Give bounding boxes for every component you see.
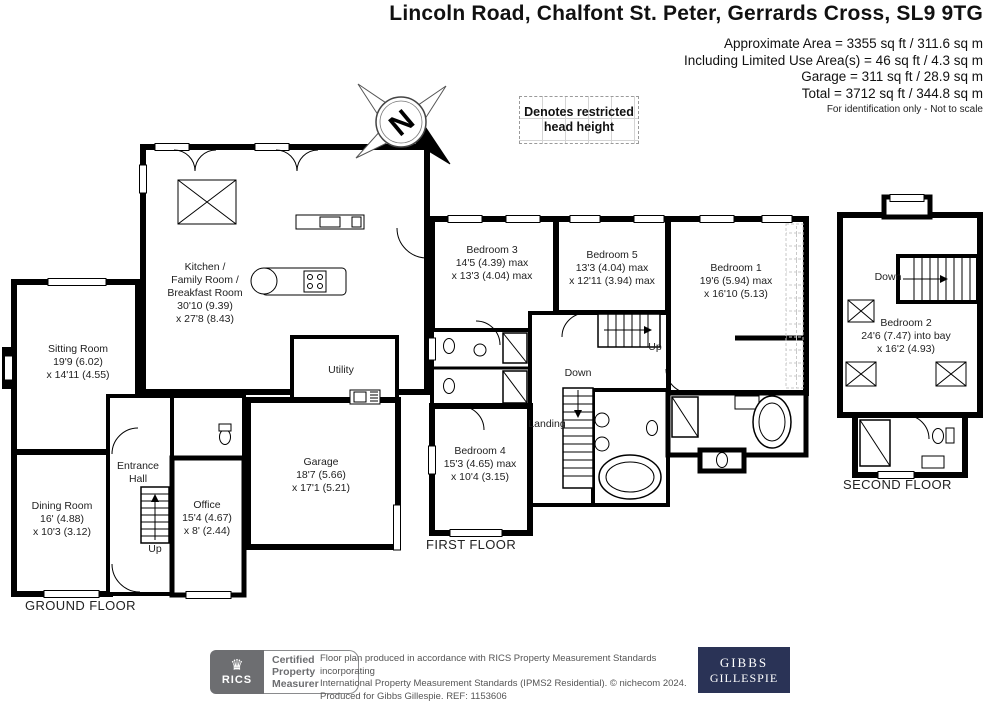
stairs-up-label-first: Up: [648, 341, 662, 353]
first-floor-label: FIRST FLOOR: [426, 537, 517, 552]
room-label-bedroom4: Bedroom 4 15'3 (4.65) max x 10'4 (3.15): [443, 445, 517, 483]
ground-wc-toilet-icon: [218, 423, 232, 445]
room-label-bedroom2: Bedroom 2 24'6 (7.47) into bay x 16'2 (4…: [861, 317, 951, 355]
room-label-sitting-room: Sitting Room 19'9 (6.02) x 14'11 (4.55): [46, 343, 110, 381]
room-label-office: Office 15'4 (4.67) x 8' (2.44): [182, 499, 232, 537]
footer-disclaimer: Floor plan produced in accordance with R…: [320, 653, 687, 702]
second-floor-label: SECOND FLOOR: [843, 477, 952, 492]
first-floor-stairs-down: [562, 387, 594, 489]
gibbs-gillespie-logo: GIBBS GILLESPIE: [698, 647, 790, 693]
stat-approximate-area: Approximate Area = 3355 sq ft / 311.6 sq…: [723, 36, 983, 51]
compass-icon: N: [355, 83, 451, 165]
kitchen-island-icon: [250, 267, 347, 296]
stairs-down-label-first: Down: [564, 367, 592, 379]
room-label-landing: Landing: [528, 418, 566, 430]
second-floor-stairs: [896, 254, 980, 304]
room-label-garage: Garage 18'7 (5.66) x 17'1 (5.21): [291, 456, 351, 494]
area-stats: Approximate Area = 3355 sq ft / 311.6 sq…: [684, 36, 983, 102]
ground-floor-outline: [2, 144, 430, 598]
first-floor-windows: [428, 215, 793, 537]
first-floor-outline: [429, 216, 809, 536]
second-floor-bathroom-icons: [859, 414, 955, 469]
rics-wordmark: RICS: [221, 674, 253, 686]
stat-garage-area: Garage = 311 sq ft / 28.9 sq m: [801, 69, 983, 84]
ground-floor-label: GROUND FLOOR: [25, 598, 136, 613]
room-label-bedroom5: Bedroom 5 13'3 (4.04) max x 12'11 (3.94)…: [569, 249, 655, 287]
gibbs-logo-line1: GIBBS: [719, 654, 769, 670]
first-floor-bathroom-icons: [443, 332, 792, 500]
utility-sink-icon: [349, 389, 381, 405]
stairs-down-label-second: Down: [874, 271, 902, 283]
rics-certified-badge: ♛ RICS Certified Property Measurer: [210, 650, 359, 694]
stairs-up-label-ground: Up: [148, 543, 162, 555]
stat-total-area: Total = 3712 sq ft / 344.8 sq m: [801, 85, 983, 101]
page-title: Lincoln Road, Chalfont St. Peter, Gerrar…: [389, 2, 983, 25]
first-floor-stairs-up: [597, 313, 661, 348]
rics-crest-icon: ♛: [230, 657, 244, 674]
second-floor-skylight-icons: [845, 299, 967, 387]
room-label-entrance-hall: Entrance Hall: [116, 460, 160, 485]
rics-cert-text: Certified Property Measurer: [264, 650, 359, 694]
room-label-dining-room: Dining Room 16' (4.88) x 10'3 (3.12): [31, 500, 93, 538]
stat-limited-use-area: Including Limited Use Area(s) = 46 sq ft…: [683, 52, 983, 68]
room-label-bedroom3: Bedroom 3 14'5 (4.39) max x 13'3 (4.04) …: [451, 244, 533, 282]
restricted-head-height-legend: Denotes restricted head height: [519, 96, 639, 144]
room-label-utility: Utility: [328, 364, 354, 376]
first-floor-doors: [459, 312, 691, 431]
rics-logo: ♛ RICS: [210, 650, 264, 694]
room-label-kitchen: Kitchen / Family Room / Breakfast Room 3…: [167, 261, 243, 325]
ground-floor-doors: [111, 149, 428, 593]
identification-note: For identification only - Not to scale: [826, 104, 983, 115]
gibbs-logo-line2: GILLESPIE: [709, 670, 779, 685]
kitchen-counter-sink-icon: [295, 214, 365, 230]
kitchen-skylight-icon: [177, 179, 237, 225]
ground-stairs: [140, 486, 170, 544]
ground-floor-windows: [43, 143, 401, 599]
room-label-bedroom1: Bedroom 1 19'6 (5.94) max x 16'10 (5.13): [699, 262, 773, 300]
